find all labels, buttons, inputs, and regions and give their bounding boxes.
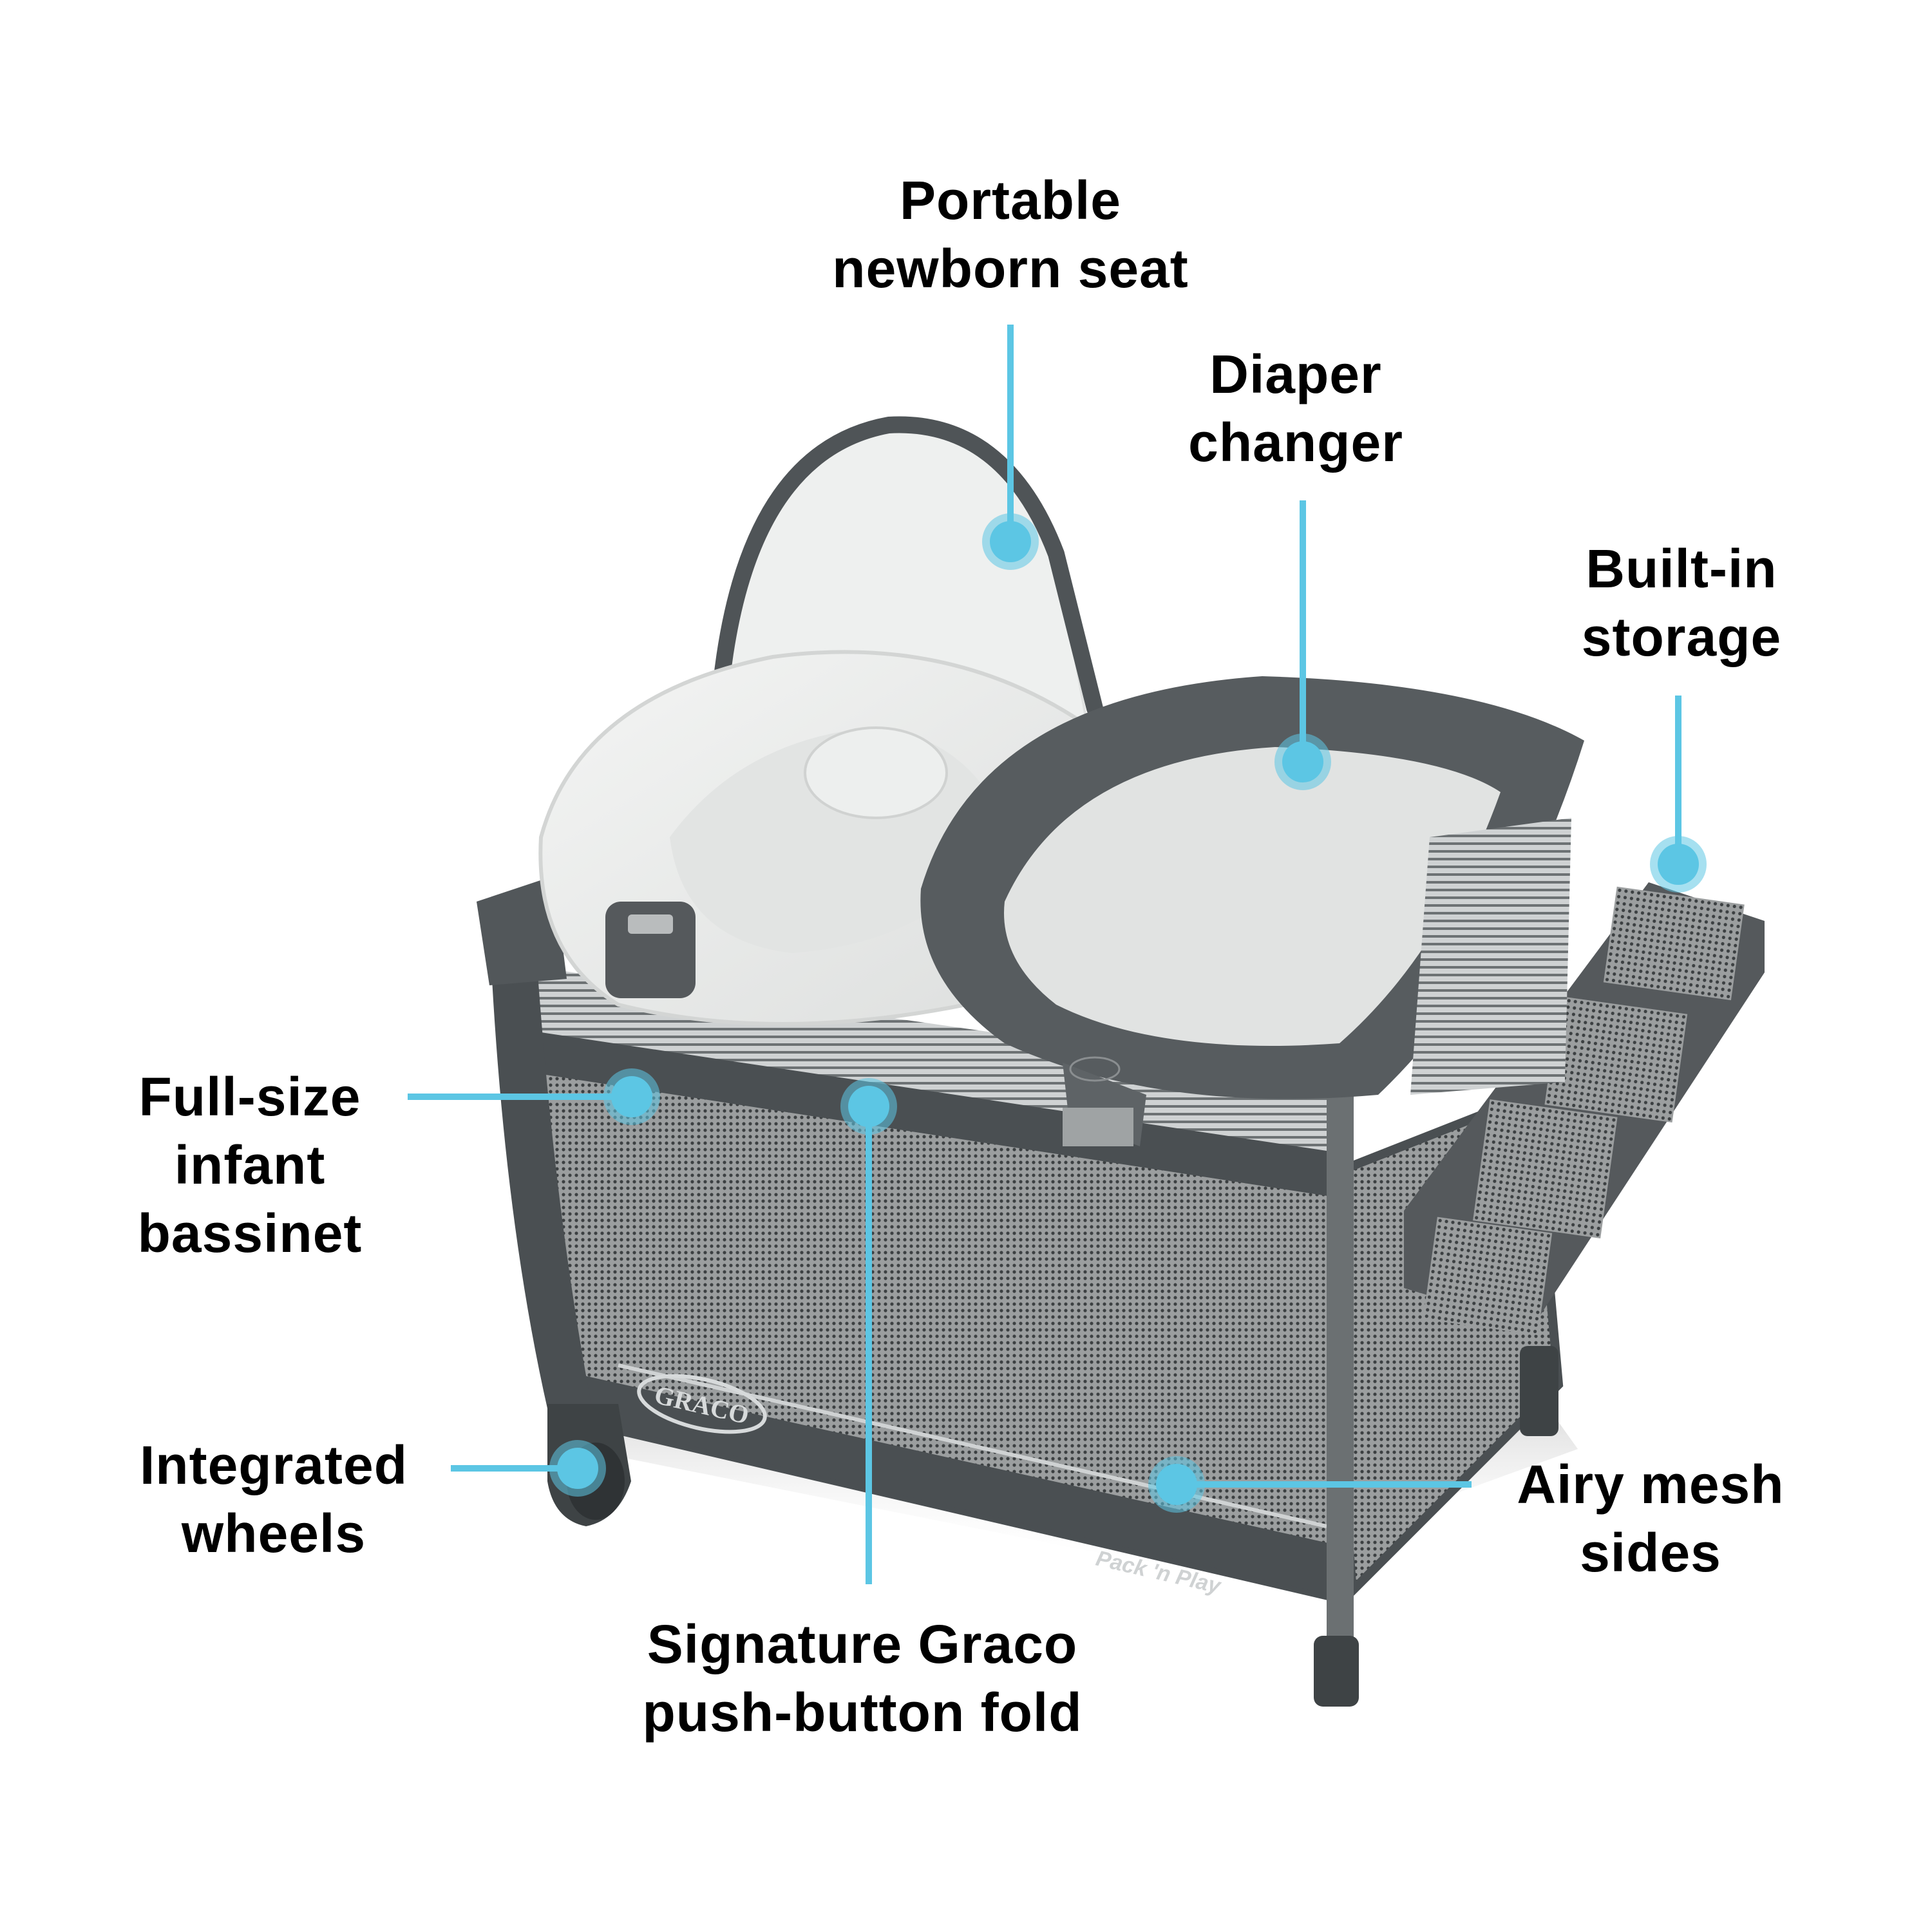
hotspot-airy-mesh-sides[interactable] — [1148, 1456, 1205, 1513]
hotspot-push-button-fold[interactable] — [840, 1078, 897, 1135]
label-line: wheels — [181, 1503, 366, 1564]
label-diaper-changer: Diaper changer — [1188, 340, 1403, 477]
label-push-button-fold: Signature Graco push-button fold — [642, 1610, 1082, 1747]
label-line: infant — [174, 1135, 326, 1195]
label-line: bassinet — [137, 1203, 363, 1264]
label-line: sides — [1580, 1522, 1721, 1583]
hotspot-diaper-changer[interactable] — [1274, 734, 1331, 790]
hotspot-integrated-wheels[interactable] — [549, 1440, 606, 1497]
hotspot-portable-newborn-seat[interactable] — [982, 513, 1039, 570]
storage-caddy — [1404, 818, 1765, 1336]
leader-line-integrated-wheels — [451, 1465, 578, 1472]
leader-line-diaper-changer — [1300, 500, 1306, 762]
label-line: Integrated — [139, 1435, 408, 1495]
label-line: changer — [1188, 412, 1403, 473]
label-full-size-infant-bassinet: Full-size infant bassinet — [138, 1063, 363, 1267]
label-line: newborn seat — [832, 238, 1189, 299]
hotspot-built-in-storage[interactable] — [1650, 836, 1707, 893]
label-line: push-button fold — [642, 1682, 1083, 1743]
label-line: storage — [1581, 607, 1782, 667]
label-line: Airy mesh — [1517, 1454, 1785, 1515]
leader-line-push-button-fold — [866, 1106, 872, 1584]
label-airy-mesh-sides: Airy mesh sides — [1517, 1450, 1784, 1587]
leader-line-full-size-infant-bassinet — [408, 1094, 632, 1100]
label-built-in-storage: Built-in storage — [1582, 535, 1781, 671]
hotspot-full-size-infant-bassinet[interactable] — [603, 1068, 660, 1125]
label-line: Built-in — [1586, 538, 1777, 599]
label-line: Full-size — [138, 1066, 361, 1127]
leader-line-portable-newborn-seat — [1007, 325, 1014, 542]
label-line: Diaper — [1209, 344, 1382, 404]
label-portable-newborn-seat: Portable newborn seat — [832, 166, 1188, 303]
leader-line-built-in-storage — [1675, 696, 1681, 864]
leader-line-airy-mesh-sides — [1177, 1481, 1472, 1488]
label-line: Portable — [899, 170, 1122, 231]
label-line: Signature Graco — [647, 1614, 1078, 1674]
label-integrated-wheels: Integrated wheels — [140, 1431, 408, 1567]
